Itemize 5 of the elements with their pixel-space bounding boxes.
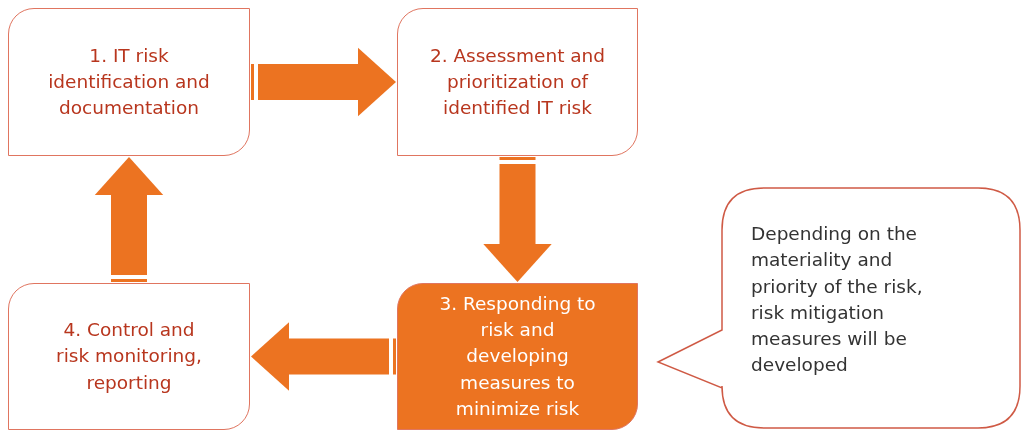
process-box: 2. Assessment and prioritization of identified IT risk (397, 8, 638, 156)
callout-text: Depending on the materiality and priority of the risk, risk mitigation measures will be developed (751, 222, 924, 378)
process-box: 1. IT risk identification and documentation (8, 8, 250, 156)
process-box: 3. Responding to risk and developing measures to minimize risk (397, 283, 638, 430)
process-box: 4. Control and risk monitoring, reporting (8, 283, 250, 430)
